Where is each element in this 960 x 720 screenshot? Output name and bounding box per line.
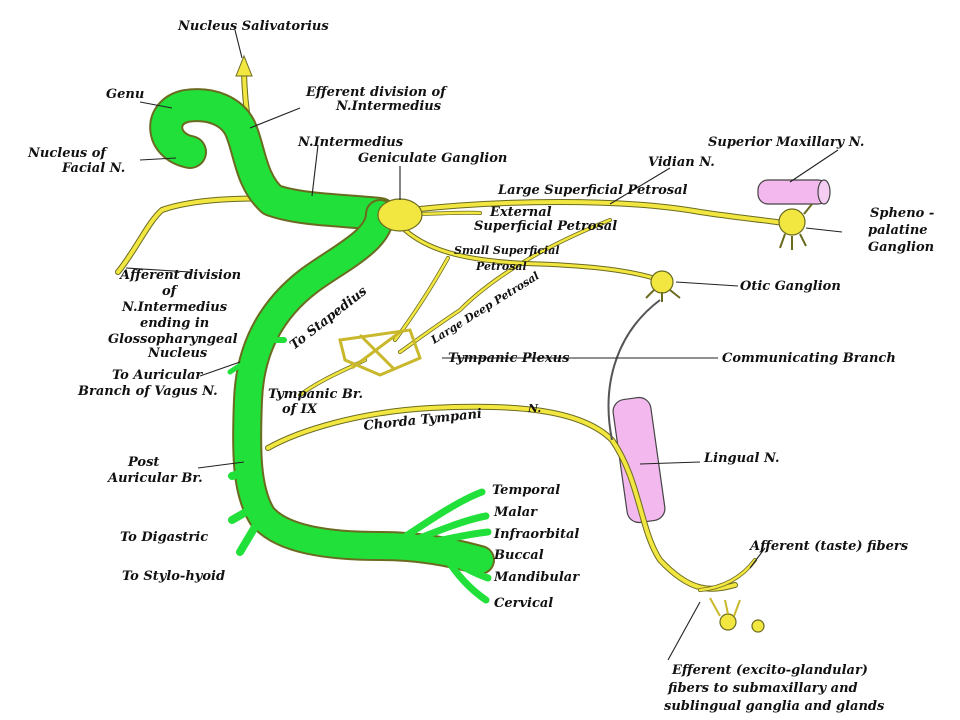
labels: Nucleus Salivatorius Genu Efferent divis…: [27, 19, 934, 714]
label-tympanic-br-2: of IX: [282, 402, 318, 417]
label-temporal: Temporal: [492, 483, 560, 498]
label-external: External: [489, 205, 552, 220]
label-communicating-branch: Communicating Branch: [722, 351, 896, 366]
label-nucleus-of-facial: Nucleus of: [27, 146, 108, 161]
lingual-nerve-stump: [612, 396, 666, 524]
label-afferent-division-3: N.Intermedius: [121, 300, 228, 315]
facial-nerve-trunk: [149, 88, 495, 604]
label-large-deep-petrosal: Large Deep Petrosal: [428, 269, 542, 347]
label-tympanic-br: Tympanic Br.: [268, 387, 363, 402]
label-petrosal: Petrosal: [475, 260, 527, 273]
sphenopalatine-ganglion: [778, 203, 813, 250]
label-nucleus-of-facial-2: Facial N.: [61, 161, 125, 176]
label-to-digastric: To Digastric: [120, 530, 208, 545]
label-afferent-division-5: Glossopharyngeal: [108, 332, 238, 347]
label-vidian: Vidian N.: [648, 155, 715, 170]
label-otic-ganglion: Otic Ganglion: [740, 279, 841, 294]
label-afferent-division-2: of: [162, 284, 179, 299]
label-spheno: Spheno -: [870, 206, 934, 221]
label-efferent-division: Efferent division of: [305, 85, 448, 100]
label-efferent-glandular-3: sublingual ganglia and glands: [664, 699, 885, 714]
label-nucleus-salivatorius: Nucleus Salivatorius: [177, 19, 329, 34]
label-post-auricular: Post: [127, 455, 159, 470]
submaxillary-ganglia: [709, 597, 765, 633]
label-to-stylohyoid: To Stylo-hyoid: [122, 569, 225, 584]
geniculate-ganglion: [377, 198, 423, 232]
label-n-intermedius: N.Intermedius: [297, 135, 404, 150]
label-efferent-glandular: Efferent (excito-glandular): [671, 663, 868, 678]
leader-lines: [125, 29, 843, 661]
label-external-2: Superficial Petrosal: [474, 219, 617, 234]
label-afferent-division-4: ending in: [140, 316, 209, 331]
label-small-superficial: Small Superficial: [454, 244, 560, 257]
label-efferent-glandular-2: fibers to submaxillary and: [667, 681, 858, 696]
label-buccal: Buccal: [493, 548, 544, 563]
label-lingual: Lingual N.: [703, 451, 780, 466]
otic-ganglion: [645, 270, 681, 302]
label-mandibular: Mandibular: [493, 570, 580, 585]
label-afferent-division: Afferent division: [118, 268, 241, 283]
label-geniculate-ganglion: Geniculate Ganglion: [358, 151, 507, 166]
label-spheno-3: Ganglion: [868, 240, 934, 255]
label-to-auricular-2: Branch of Vagus N.: [77, 384, 218, 399]
label-cervical: Cervical: [494, 596, 553, 611]
label-malar: Malar: [493, 505, 538, 520]
superior-maxillary-nerve-stump: [757, 179, 831, 205]
label-infraorbital: Infraorbital: [493, 527, 579, 542]
label-genu: Genu: [106, 87, 144, 102]
label-post-auricular-2: Auricular Br.: [106, 471, 203, 486]
label-spheno-2: palatine: [868, 223, 928, 238]
label-afferent-division-6: Nucleus: [147, 346, 208, 361]
label-superior-maxillary: Superior Maxillary N.: [708, 135, 864, 150]
tympanic-plexus: [338, 328, 422, 377]
label-large-superficial-petrosal: Large Superficial Petrosal: [497, 183, 688, 198]
label-chorda-n: N.: [527, 402, 541, 415]
label-afferent-taste: Afferent (taste) fibers: [748, 539, 909, 554]
label-to-auricular: To Auricular: [112, 368, 203, 383]
label-tympanic-plexus: Tympanic Plexus: [448, 351, 570, 366]
label-efferent-division-2: N.Intermedius: [335, 99, 442, 114]
